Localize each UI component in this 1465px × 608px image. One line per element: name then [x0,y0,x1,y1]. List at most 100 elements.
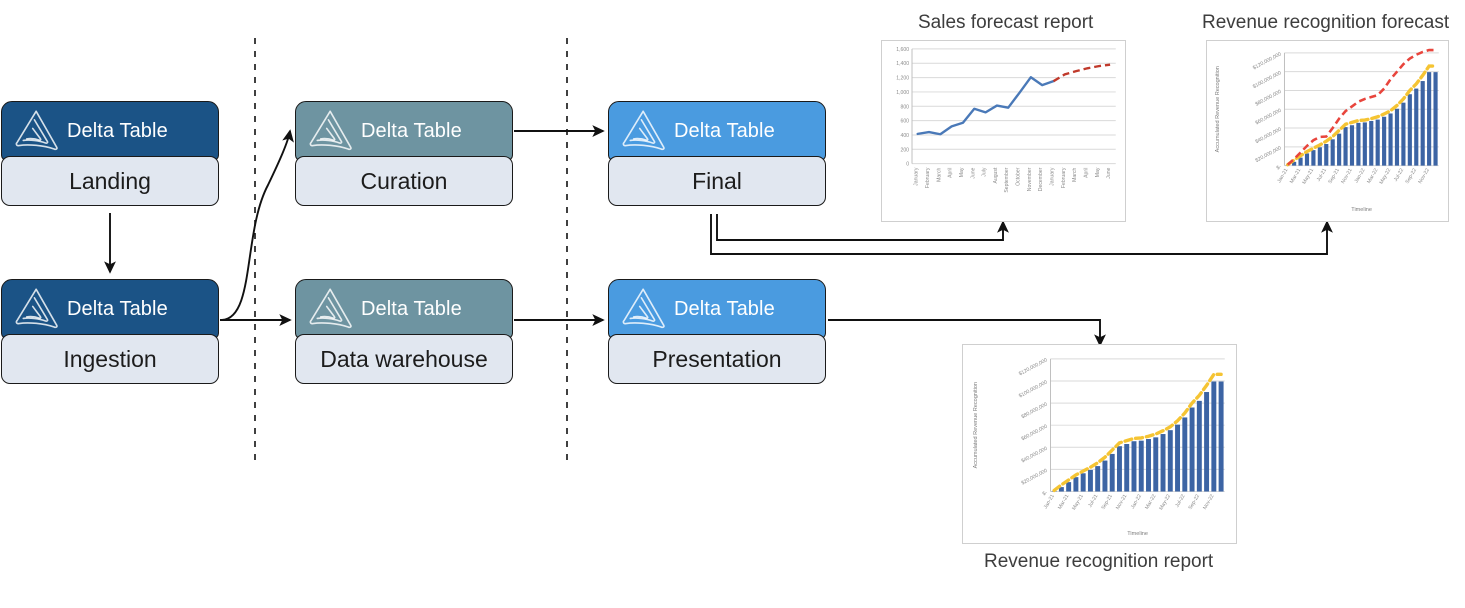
revenue-recognition-forecast-chart[interactable]: $-$20,000,000$40,000,000$60,000,000$80,0… [1206,40,1449,222]
svg-text:Mar-22: Mar-22 [1366,167,1379,184]
svg-text:December: December [1038,167,1044,191]
svg-text:Timeline: Timeline [1127,531,1148,537]
delta-lake-logo-icon [622,288,665,329]
delta-lake-logo-icon [309,288,352,329]
svg-text:600: 600 [900,119,909,125]
node-curation-title: Delta Table [361,119,462,142]
node-curation-label-panel: Curation [295,156,513,206]
svg-text:Sep-21: Sep-21 [1327,167,1341,184]
svg-text:$-: $- [1042,490,1049,498]
svg-text:1,200: 1,200 [896,76,909,82]
svg-text:Nov-21: Nov-21 [1340,167,1354,184]
node-data-warehouse-label: Data warehouse [320,345,488,372]
delta-lake-logo-icon [15,288,58,329]
node-presentation-header: Delta Table [608,279,826,339]
node-final-title: Delta Table [674,119,775,142]
svg-text:Mar-21: Mar-21 [1057,493,1070,510]
svg-text:February: February [925,167,931,188]
node-presentation-label-panel: Presentation [608,334,826,384]
node-data-warehouse-header: Delta Table [295,279,513,339]
svg-text:Jan-22: Jan-22 [1354,167,1367,184]
svg-text:Sep-22: Sep-22 [1188,493,1202,510]
node-ingestion-label-panel: Ingestion [1,334,219,384]
delta-lake-logo-icon [15,110,58,151]
node-final[interactable]: Delta Table Final [608,101,826,206]
svg-text:200: 200 [900,147,909,153]
svg-text:February: February [1061,167,1067,188]
svg-text:Nov-22: Nov-22 [1417,167,1431,184]
svg-text:$-: $- [1276,164,1283,172]
svg-text:October: October [1016,167,1022,186]
svg-text:July: July [982,167,988,177]
svg-text:$120,000,000: $120,000,000 [1018,357,1049,377]
svg-text:Nov-22: Nov-22 [1202,493,1216,510]
node-ingestion[interactable]: Delta Table Ingestion [1,279,219,384]
svg-text:June: June [970,167,976,178]
svg-text:$60,000,000: $60,000,000 [1254,108,1282,127]
svg-text:$20,000,000: $20,000,000 [1254,145,1282,164]
svg-text:1,600: 1,600 [896,47,909,53]
svg-text:April: April [948,168,954,178]
svg-text:Sep-21: Sep-21 [1100,493,1114,510]
svg-text:$20,000,000: $20,000,000 [1020,468,1048,487]
sales-forecast-report-title: Sales forecast report [918,12,1094,33]
svg-text:Accumulated Revenue Recognitio: Accumulated Revenue Recognition [1215,66,1221,152]
node-ingestion-label: Ingestion [63,345,157,372]
svg-text:0: 0 [906,162,909,168]
node-presentation[interactable]: Delta Table Presentation [608,279,826,384]
svg-text:March: March [1072,167,1078,181]
svg-text:May-21: May-21 [1301,167,1315,185]
svg-text:March: March [936,167,942,181]
node-data-warehouse-title: Delta Table [361,297,462,320]
node-landing-title: Delta Table [67,119,168,142]
svg-text:$60,000,000: $60,000,000 [1020,424,1048,443]
node-ingestion-title: Delta Table [67,297,168,320]
svg-text:400: 400 [900,133,909,139]
svg-text:$40,000,000: $40,000,000 [1020,446,1048,465]
svg-text:$100,000,000: $100,000,000 [1018,379,1049,399]
revenue-forecast-plot: $-$20,000,000$40,000,000$60,000,000$80,0… [1215,48,1439,213]
connector-presentation-to-revenue-report [828,319,1106,347]
revenue-recognition-report-title: Revenue recognition report [984,551,1214,572]
node-ingestion-header: Delta Table [1,279,219,339]
node-landing-label-panel: Landing [1,156,219,206]
delta-lake-logo-icon [622,110,665,151]
svg-text:$100,000,000: $100,000,000 [1252,70,1283,90]
node-landing-header: Delta Table [1,101,219,161]
revenue-recognition-report-chart[interactable]: $- $20,000,000 $40,000,000 $60,000,000 $80,0… [962,344,1237,544]
svg-text:$80,000,000: $80,000,000 [1020,401,1048,420]
node-curation[interactable]: Delta Table Curation [295,101,513,206]
revenue-report-plot: $- $20,000,000 $40,000,000 $60,000,000 $80,0… [973,357,1225,537]
revenue-recognition-forecast-title: Revenue recognition forecast [1202,12,1450,33]
svg-text:August: August [993,167,999,184]
node-landing[interactable]: Delta Table Landing [1,101,219,206]
svg-text:Timeline: Timeline [1351,207,1372,213]
node-curation-header: Delta Table [295,101,513,161]
svg-text:June: June [1106,167,1112,178]
svg-text:Jul-22: Jul-22 [1174,493,1186,508]
sales-forecast-plot: 02004006008001,0001,2001,4001,600January… [896,47,1116,193]
svg-text:January: January [914,167,920,186]
svg-text:$80,000,000: $80,000,000 [1254,89,1282,108]
svg-text:May-22: May-22 [1379,167,1393,185]
svg-text:Jan-22: Jan-22 [1130,493,1143,510]
svg-text:November: November [1027,167,1033,191]
node-data-warehouse[interactable]: Delta Table Data warehouse [295,279,513,384]
svg-text:Mar-22: Mar-22 [1144,493,1157,510]
svg-text:Jul-21: Jul-21 [1087,493,1099,508]
svg-text:Jul-21: Jul-21 [1316,167,1328,182]
svg-text:May-21: May-21 [1071,493,1085,511]
node-presentation-title: Delta Table [674,297,775,320]
node-final-header: Delta Table [608,101,826,161]
svg-text:Mar-21: Mar-21 [1289,167,1302,184]
node-presentation-label: Presentation [652,345,782,372]
svg-text:Nov-21: Nov-21 [1115,493,1129,510]
node-landing-label: Landing [69,167,151,194]
node-final-label-panel: Final [608,156,826,206]
svg-text:800: 800 [900,104,909,110]
node-curation-label: Curation [360,167,448,194]
svg-text:May-22: May-22 [1158,493,1172,511]
svg-text:April: April [1083,168,1089,178]
